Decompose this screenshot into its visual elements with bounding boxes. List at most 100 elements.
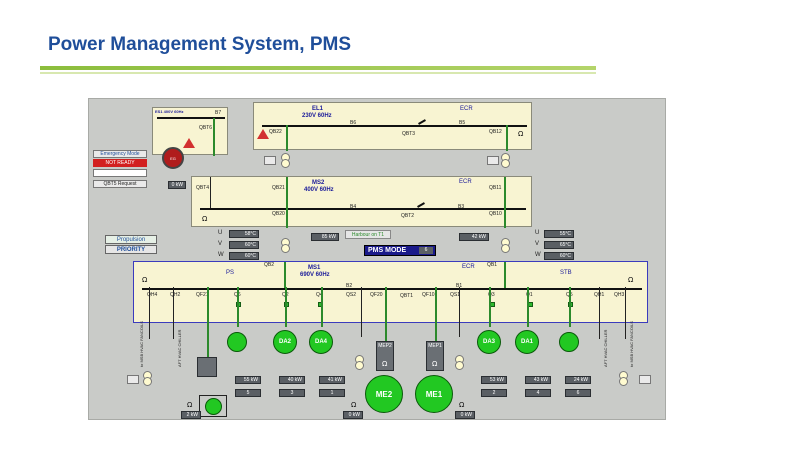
emergency-mode-title: Emergency Mode: [93, 150, 147, 158]
generator-da4[interactable]: DA4: [309, 330, 333, 354]
ms2-qbt4-feed: [210, 177, 211, 208]
feeder-qh4: QH4: [147, 292, 158, 298]
transformer-t3: [501, 153, 511, 168]
feeder-q4: Q4: [316, 292, 323, 298]
hvac-chiller-left: AFT HVAC CHILLER: [177, 329, 182, 367]
el1-left-button[interactable]: [264, 156, 276, 165]
feeder-q3: Q3: [488, 292, 495, 298]
transformer-t12: [355, 355, 365, 370]
da1-kw: 43 kW: [525, 376, 551, 384]
line-q3: [489, 287, 491, 327]
emergency-status: NOT READY: [93, 159, 147, 167]
line-qf21: [207, 287, 209, 357]
motor-mep2-omega: Ω: [382, 360, 388, 368]
main-engine-me2[interactable]: ME2: [365, 375, 403, 413]
ms1-omega-right: Ω: [628, 276, 634, 284]
generator-da3[interactable]: DA3: [477, 330, 501, 354]
load-5: 5: [235, 389, 261, 397]
line-qh2: [173, 287, 174, 339]
v-label-left: V: [218, 241, 223, 247]
el1-right-button[interactable]: [487, 156, 499, 165]
load-1: 1: [319, 389, 345, 397]
el1-b6: B6: [350, 120, 357, 126]
thruster-motor-left[interactable]: [199, 395, 227, 417]
ms1-ecr: ECR: [462, 264, 475, 270]
w-temp-right: 60°C: [544, 252, 574, 260]
ms2-switchboard[interactable]: MS2 400V 60Hz ECR QBT4 QB21 QB20 QB11 QB…: [191, 176, 532, 228]
es1-switchboard[interactable]: ES1 400V 60Hz B7 QBT6: [152, 107, 228, 156]
v-temp-right: 65°C: [544, 241, 574, 249]
main-engine-me1[interactable]: ME1: [415, 375, 453, 413]
qbt5-request-button[interactable]: QBT5 Request: [93, 180, 147, 188]
line-qs1: [459, 287, 460, 337]
ms2-right-kw: 42 kW: [459, 233, 489, 241]
me2-kw: 0 kW: [343, 411, 363, 419]
v-temp-left: 60°C: [229, 241, 259, 249]
ms2-b3: B3: [458, 204, 465, 210]
el1-feed-right: [506, 125, 508, 151]
transformer-t4: [281, 153, 291, 168]
ms2-feed-left: [286, 177, 288, 228]
priority-button[interactable]: PRIORITY: [105, 245, 157, 254]
motor-mep1[interactable]: MEP1 Ω: [426, 341, 444, 371]
generator-da2[interactable]: DA2: [273, 330, 297, 354]
emergency-kw-readout: 0 kW: [168, 181, 186, 189]
me1-omega: Ω: [459, 401, 465, 409]
ms2-qb21: QB21: [272, 185, 285, 191]
ms1-qb2: QB2: [264, 262, 275, 268]
el1-feed-left: [286, 125, 288, 151]
el1-tie-switch[interactable]: [418, 119, 426, 125]
w-label-left: W: [218, 252, 224, 258]
propulsion-label: Propulsion: [105, 235, 157, 244]
feeder-qf21: QF21: [196, 292, 209, 298]
load-6: 6: [565, 389, 591, 397]
u-label-right: U: [535, 230, 540, 236]
feeder-q1: Q1: [526, 292, 533, 298]
w-temp-left: 60°C: [229, 252, 259, 260]
generator-da5[interactable]: [559, 332, 579, 352]
line-qf20: [385, 287, 387, 347]
emergency-generator[interactable]: EG: [162, 147, 184, 169]
es1-busbar: [157, 117, 225, 119]
transformer-t1: [501, 238, 511, 253]
el1-switchboard[interactable]: EL1 230V 60Hz ECR QB22 QBT3 QB12 B6 B5 Ω: [253, 102, 532, 151]
u-label-left: U: [218, 230, 223, 236]
ms2-ecr: ECR: [459, 179, 472, 185]
thruster-box-left[interactable]: [197, 357, 217, 377]
warning-icon: [183, 138, 195, 148]
w-label-right: W: [535, 252, 541, 258]
line-qf10: [435, 287, 437, 347]
ms2-tie-switch[interactable]: [417, 202, 425, 208]
motor-mep2[interactable]: MEP2 Ω: [376, 341, 394, 371]
ms2-left-kw: 85 kW: [311, 233, 339, 241]
motor-mep1-omega: Ω: [432, 360, 438, 368]
ms1-b1: B1: [456, 283, 463, 289]
feeder-qf20: QF20: [370, 292, 383, 298]
el1-qbt3: QBT3: [402, 131, 416, 137]
generator-da1[interactable]: DA1: [515, 330, 539, 354]
da2-kw: 40 kW: [279, 376, 305, 384]
emergency-blank-field[interactable]: [93, 169, 147, 177]
t5-button[interactable]: [639, 375, 651, 384]
title-underline-light: [40, 72, 596, 74]
es1-bus: B7: [215, 110, 222, 116]
bottom-left-kw: 2 kW: [181, 411, 201, 419]
thruster-motor-icon: [205, 398, 222, 415]
es1-feed: [213, 118, 215, 156]
ms2-qbt4: QBT4: [196, 185, 210, 191]
ms1-switchboard[interactable]: MS1 690V 60Hz ECR PS STB QB2 QB1 B2 B1 Q…: [133, 261, 648, 323]
pms-panel: ES1 400V 60Hz B7 QBT6 EG Emergency Mode …: [88, 98, 666, 420]
pms-mode-button[interactable]: PMS MODE 6: [364, 245, 436, 256]
generator-da6[interactable]: [227, 332, 247, 352]
ms1-qbt1: QBT1: [400, 293, 414, 299]
da5-kw: 24 kW: [565, 376, 591, 384]
load-2: 2: [481, 389, 507, 397]
es1-breaker: QBT6: [199, 125, 213, 131]
line-qh4: [149, 287, 150, 339]
t6-button[interactable]: [127, 375, 139, 384]
el1-omega: Ω: [518, 130, 524, 138]
el1-qb12: QB12: [489, 129, 502, 135]
load-3: 3: [279, 389, 305, 397]
ms1-omega-left: Ω: [142, 276, 148, 284]
motor-mep2-label: MEP2: [378, 343, 392, 349]
